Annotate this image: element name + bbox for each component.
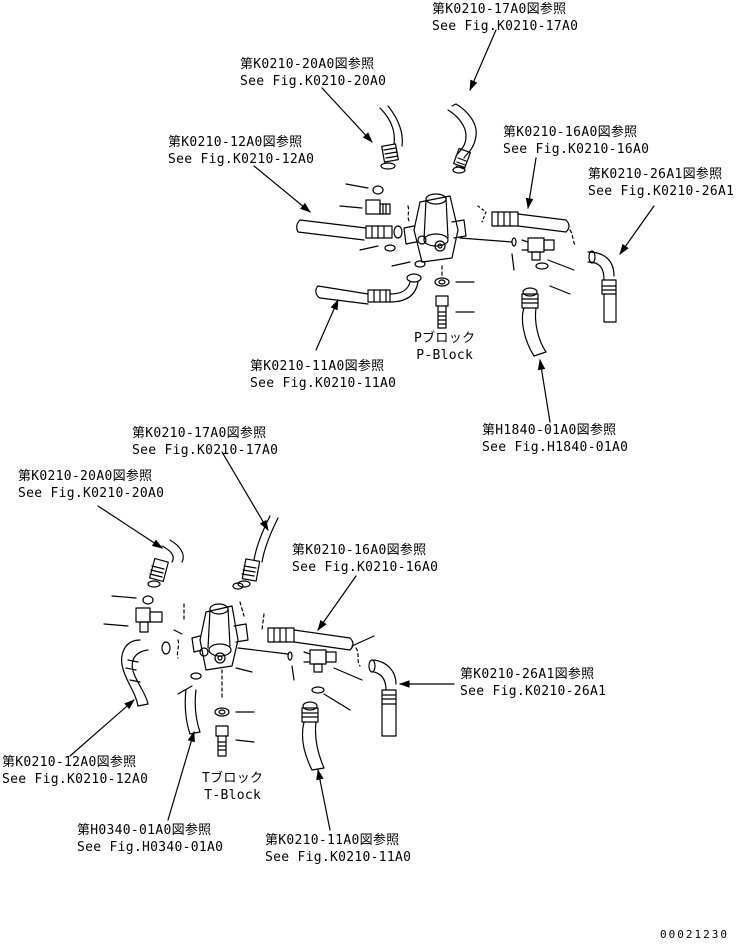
t-callout-k0210-16a0: 第K0210-16A0図参照 See Fig.K0210-16A0: [292, 542, 438, 576]
callout-en: See Fig.K0210-11A0: [250, 376, 397, 391]
callout-en: See Fig.K0210-12A0: [2, 772, 149, 787]
callout-jp: 第K0210-16A0図参照: [503, 125, 638, 140]
hose-26a1: [587, 250, 617, 323]
hose-11a0: [315, 273, 422, 305]
hose-11a0-t: [301, 701, 325, 771]
callout-jp: 第K0210-20A0図参照: [18, 469, 153, 484]
p-callout-k0210-20a0: 第K0210-20A0図参照 See Fig.K0210-20A0: [240, 56, 386, 90]
p-callout-k0210-11a0: 第K0210-11A0図参照 See Fig.K0210-11A0: [250, 358, 396, 392]
hose-16a0: [491, 211, 570, 233]
hose-17a0-t: [237, 515, 279, 588]
callout-en: See Fig.K0210-26A1: [460, 684, 607, 699]
block-label-jp: Tブロック: [202, 771, 264, 786]
block-label-en: T-Block: [204, 788, 262, 803]
callout-jp: 第K0210-11A0図参照: [250, 359, 385, 374]
block-label-en: P-Block: [416, 348, 474, 363]
t-callout-k0210-11a0: 第K0210-11A0図参照 See Fig.K0210-11A0: [265, 832, 411, 866]
hose-20a0: [379, 105, 403, 170]
callout-en: See Fig.K0210-16A0: [503, 142, 650, 157]
callout-jp: 第K0210-16A0図参照: [292, 543, 427, 558]
t-block-label: Tブロック T-Block: [202, 770, 263, 804]
callout-jp: 第K0210-12A0図参照: [168, 135, 303, 150]
callout-en: See Fig.K0210-16A0: [292, 560, 439, 575]
drawing-number: 00021230: [660, 928, 729, 941]
callout-en: See Fig.K0210-17A0: [132, 443, 279, 458]
hose-20a0-t: [147, 539, 184, 588]
p-callout-k0210-12a0: 第K0210-12A0図参照 See Fig.K0210-12A0: [168, 134, 314, 168]
callout-jp: 第K0210-12A0図参照: [2, 755, 137, 770]
callout-jp: 第K0210-11A0図参照: [265, 833, 400, 848]
elbow-fitting-left-t: [135, 607, 163, 633]
p-callout-h1840-01a0: 第H1840-01A0図参照 See Fig.H1840-01A0: [482, 422, 628, 456]
p-callout-k0210-16a0: 第K0210-16A0図参照 See Fig.K0210-16A0: [503, 124, 649, 158]
callout-jp: 第H0340-01A0図参照: [77, 823, 212, 838]
callout-jp: 第H1840-01A0図参照: [482, 423, 617, 438]
callout-jp: 第K0210-17A0図参照: [132, 426, 267, 441]
t-block-assembly: [69, 451, 455, 831]
t-callout-k0210-20a0: 第K0210-20A0図参照 See Fig.K0210-20A0: [18, 468, 164, 502]
hose-h1840: [521, 287, 547, 357]
callout-jp: 第K0210-17A0図参照: [432, 2, 567, 17]
callout-en: See Fig.H1840-01A0: [482, 440, 629, 455]
block-label-jp: Pブロック: [414, 331, 476, 346]
hose-16a0-t: [261, 613, 354, 651]
t-callout-k0210-17a0: 第K0210-17A0図参照 See Fig.K0210-17A0: [132, 425, 278, 459]
p-block-label: Pブロック P-Block: [414, 330, 475, 364]
hose-12a0: [296, 219, 403, 241]
p-callout-k0210-17a0: 第K0210-17A0図参照 See Fig.K0210-17A0: [432, 1, 578, 35]
t-block-bolt: [214, 667, 255, 757]
callout-en: See Fig.K0210-17A0: [432, 19, 579, 34]
t-block-body: [191, 603, 249, 671]
callout-en: See Fig.H0340-01A0: [77, 840, 224, 855]
callout-en: See Fig.K0210-26A1: [588, 184, 735, 199]
callout-jp: 第K0210-26A1図参照: [588, 167, 723, 182]
t-callout-h0340-01a0: 第H0340-01A0図参照 See Fig.H0340-01A0: [77, 822, 223, 856]
hose-26a1-t: [368, 659, 397, 737]
p-block-bolt: [434, 265, 475, 329]
callout-jp: 第K0210-20A0図参照: [240, 57, 375, 72]
p-block-body: [403, 193, 467, 263]
tee-fitting-right: [521, 237, 555, 261]
callout-jp: 第K0210-26A1図参照: [460, 667, 595, 682]
hose-h0340: [177, 672, 202, 735]
callout-en: See Fig.K0210-11A0: [265, 850, 412, 865]
callout-en: See Fig.K0210-12A0: [168, 152, 315, 167]
p-callout-k0210-26a1: 第K0210-26A1図参照 See Fig.K0210-26A1: [588, 166, 734, 200]
p-block-assembly: [253, 29, 655, 423]
callout-en: See Fig.K0210-20A0: [18, 486, 165, 501]
elbow-fitting-left: [365, 199, 391, 215]
hose-12a0-t: [121, 639, 149, 707]
hose-17a0: [447, 103, 477, 174]
tee-fitting-right-t: [303, 649, 337, 673]
callout-en: See Fig.K0210-20A0: [240, 74, 387, 89]
t-callout-k0210-12a0: 第K0210-12A0図参照 See Fig.K0210-12A0: [2, 754, 148, 788]
t-callout-k0210-26a1: 第K0210-26A1図参照 See Fig.K0210-26A1: [460, 666, 606, 700]
